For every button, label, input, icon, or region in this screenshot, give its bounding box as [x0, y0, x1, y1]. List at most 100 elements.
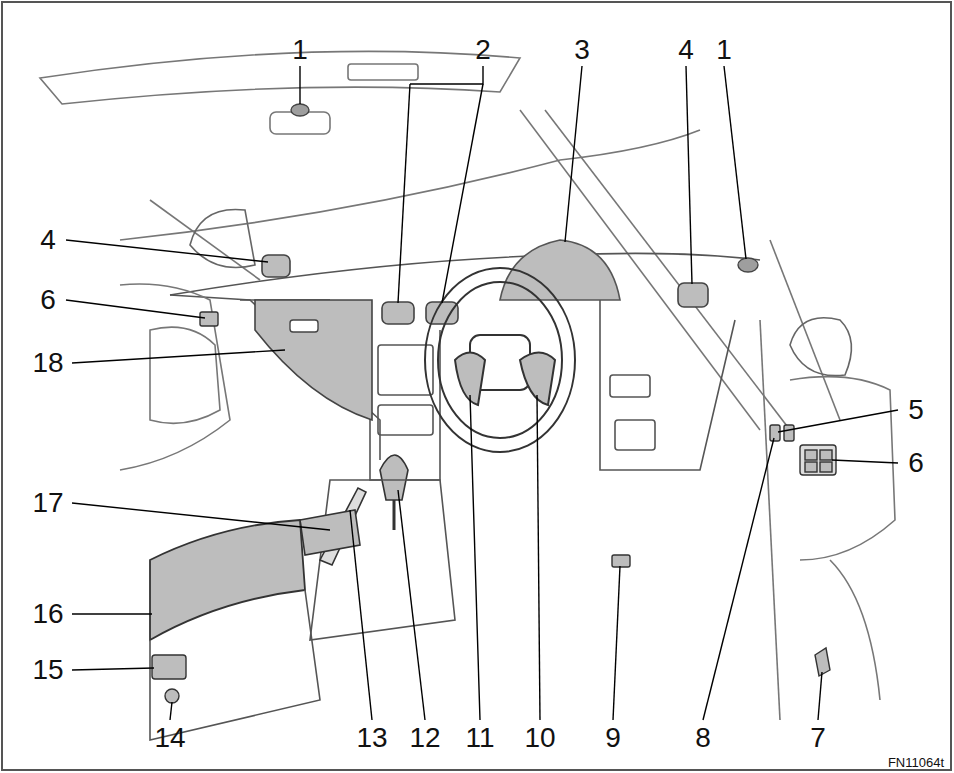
- sensors-part: [738, 258, 758, 272]
- leader-lines-part: [470, 395, 480, 720]
- roof-and-windshield-part: [770, 240, 840, 420]
- roof-and-windshield-part: [560, 130, 700, 160]
- side-mirrors-part: [790, 318, 851, 376]
- window-switches-part: [200, 312, 218, 326]
- console-box-part: [150, 590, 320, 740]
- leader-lines-part: [410, 66, 483, 84]
- leader-lines-part: [72, 350, 285, 363]
- callout-number: 15: [32, 656, 63, 684]
- air-vents-part: [262, 255, 290, 277]
- air-vents-part: [678, 283, 708, 307]
- callout-number: 13: [356, 724, 387, 752]
- dashboard-part: [370, 330, 440, 480]
- leader-lines-part: [72, 613, 152, 614]
- callout-number: 4: [40, 226, 56, 254]
- console-box-part: [165, 689, 179, 703]
- leader-lines-part: [703, 438, 774, 720]
- callout-number: 3: [574, 36, 590, 64]
- leader-lines-part: [170, 702, 172, 720]
- callout-number: 16: [32, 600, 63, 628]
- dashboard-part: [610, 375, 650, 397]
- console-box-part: [152, 655, 186, 679]
- dashboard-part: [170, 295, 380, 460]
- callout-number: 6: [40, 286, 56, 314]
- console-box-part: [150, 520, 305, 640]
- leader-lines-part: [724, 66, 746, 259]
- leader-lines-part: [72, 503, 330, 530]
- callout-number: 1: [292, 36, 308, 64]
- window-switches-part: [805, 462, 817, 472]
- callout-number: 10: [524, 724, 555, 752]
- leader-lines-part: [778, 410, 898, 432]
- callout-number: 9: [605, 724, 621, 752]
- window-switches-part: [800, 445, 836, 475]
- doors-part: [760, 320, 780, 720]
- gear-shift-part: [310, 480, 455, 640]
- window-switches-part: [805, 450, 817, 460]
- leader-lines-part: [613, 566, 620, 720]
- side-mirrors-part: [190, 209, 255, 267]
- window-switches-part: [820, 462, 832, 472]
- window-switches: [200, 312, 836, 475]
- hood-release: [612, 555, 630, 567]
- doors: [120, 284, 895, 720]
- leader-lines-part: [66, 300, 205, 318]
- air-vents-part: [382, 302, 414, 324]
- leader-lines-part: [398, 490, 425, 720]
- callout-number: 14: [154, 724, 185, 752]
- fuel-door-opener: [815, 648, 830, 676]
- callout-number: 2: [475, 36, 491, 64]
- dashboard-part: [615, 420, 655, 450]
- dashboard-part: [600, 300, 735, 470]
- dashboard: [170, 253, 760, 480]
- leader-lines-part: [818, 672, 822, 720]
- callout-number: 1: [716, 36, 732, 64]
- leader-lines-part: [686, 66, 692, 284]
- doors-part: [830, 560, 880, 700]
- fuel-door-opener-part: [815, 648, 830, 676]
- leader-lines-part: [832, 460, 898, 463]
- leader-lines: [66, 66, 898, 720]
- roof-and-windshield-part: [120, 160, 560, 240]
- steering-wheel: [425, 268, 575, 452]
- leader-lines-part: [350, 510, 372, 720]
- callout-number: 4: [678, 36, 694, 64]
- doors-part: [790, 377, 895, 560]
- leader-lines-part: [66, 240, 268, 262]
- callout-number: 6: [908, 449, 924, 477]
- glove-box-part: [290, 320, 318, 332]
- window-switches-part: [820, 450, 832, 460]
- dashboard-part: [170, 253, 760, 295]
- window-switches-part: [770, 425, 780, 441]
- sensors-part: [291, 104, 309, 116]
- roof-and-windshield-part: [150, 200, 260, 280]
- callout-number: 12: [409, 724, 440, 752]
- hood-release-part: [612, 555, 630, 567]
- figure-code: FN11064t: [888, 756, 944, 769]
- gear-shift-part: [380, 455, 408, 500]
- callout-number: 8: [695, 724, 711, 752]
- callout-number: 18: [32, 349, 63, 377]
- leader-lines-part: [72, 668, 154, 670]
- air-vents-part: [426, 302, 458, 324]
- doors-part: [150, 327, 220, 423]
- callout-number: 11: [465, 724, 494, 752]
- glove-box: [255, 300, 372, 420]
- callout-number: 7: [810, 724, 826, 752]
- leader-lines-part: [537, 395, 540, 720]
- leader-lines-part: [398, 84, 410, 303]
- steering-wheel-part: [425, 268, 575, 452]
- callout-number: 17: [32, 489, 63, 517]
- roof-and-windshield-part: [348, 64, 418, 80]
- window-switches-part: [784, 425, 794, 441]
- doors-part: [120, 284, 230, 470]
- roof-and-windshield-part: [40, 51, 520, 104]
- leader-lines-part: [442, 84, 483, 303]
- gear-shift-part: [393, 500, 396, 530]
- glove-box-part: [255, 300, 372, 420]
- leader-lines-part: [299, 66, 300, 104]
